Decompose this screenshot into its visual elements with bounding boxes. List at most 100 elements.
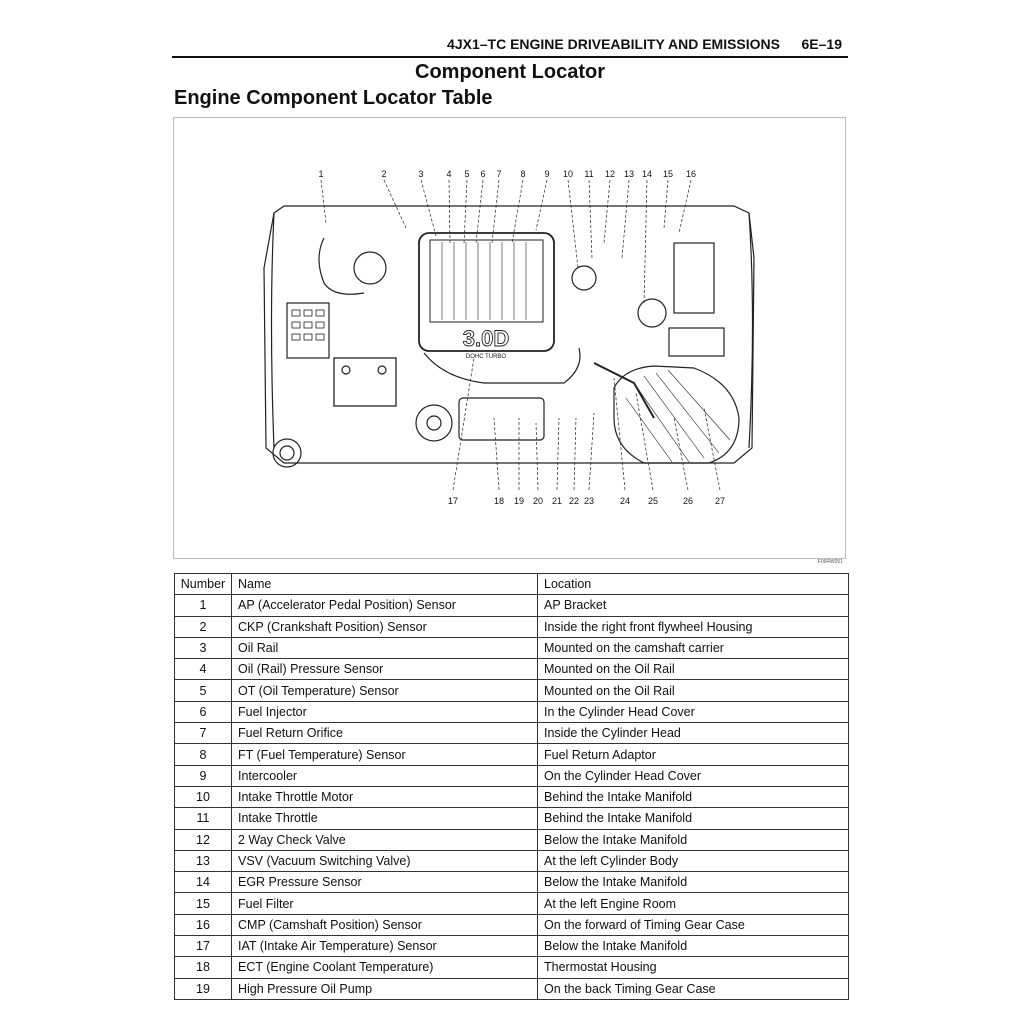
callout-number: 14: [642, 169, 652, 179]
crank-pulley-hub: [426, 415, 442, 431]
cell-name: 2 Way Check Valve: [231, 828, 538, 851]
callout-number: 17: [448, 496, 458, 506]
cell-location: Behind the Intake Manifold: [537, 785, 849, 809]
cell-location: Mounted on the camshaft carrier: [537, 636, 849, 660]
cell-number: 14: [174, 871, 232, 894]
fuse-box: [286, 302, 330, 359]
engine-bay-outline: [263, 205, 755, 464]
cell-location: Mounted on the Oil Rail: [537, 658, 849, 681]
callout-number: 18: [494, 496, 504, 506]
callout-number: 26: [683, 496, 693, 506]
cell-location: On the back Timing Gear Case: [537, 977, 849, 1000]
cell-location: At the left Cylinder Body: [537, 849, 849, 873]
intercooler: [418, 232, 555, 352]
cell-name: Oil (Rail) Pressure Sensor: [231, 658, 538, 681]
cell-location: Thermostat Housing: [537, 956, 849, 979]
callout-number: 15: [663, 169, 673, 179]
cell-number: 8: [174, 743, 232, 766]
callout-number: 1: [318, 169, 323, 179]
page-header: 4JX1–TC ENGINE DRIVEABILITY AND EMISSION…: [172, 34, 848, 58]
column-header-name: Name: [231, 572, 538, 596]
fender-left: [270, 212, 275, 449]
air-duct: [593, 362, 655, 419]
intake-pipe: [318, 237, 365, 295]
cell-name: FT (Fuel Temperature) Sensor: [231, 743, 538, 766]
callout-number: 24: [620, 496, 630, 506]
cell-number: 3: [174, 636, 232, 660]
crank-pulley: [415, 404, 453, 442]
cell-number: 6: [174, 700, 232, 724]
cell-number: 19: [174, 977, 232, 1000]
cell-location: In the Cylinder Head Cover: [537, 700, 849, 724]
battery: [333, 357, 397, 407]
battery-terminal: [341, 365, 351, 375]
cell-number: 15: [174, 892, 232, 915]
cell-location: On the Cylinder Head Cover: [537, 764, 849, 787]
callout-number: 27: [715, 496, 725, 506]
callout-number: 13: [624, 169, 634, 179]
cell-number: 1: [174, 594, 232, 617]
cell-number: 9: [174, 764, 232, 787]
coolant-reservoir: [668, 327, 725, 357]
callout-number: 4: [446, 169, 451, 179]
intake-housing: [353, 251, 387, 285]
cell-location: At the left Engine Room: [537, 892, 849, 915]
figure-code: F06RW051: [817, 559, 843, 565]
table-title: Engine Component Locator Table: [174, 87, 493, 109]
engine-front: [423, 347, 581, 384]
cell-location: On the forward of Timing Gear Case: [537, 913, 849, 937]
callout-number: 20: [533, 496, 543, 506]
callout-number: 9: [544, 169, 549, 179]
callout-number: 11: [584, 169, 593, 179]
callout-number: 3: [418, 169, 423, 179]
fender-right: [748, 212, 754, 449]
cell-name: Intercooler: [231, 764, 538, 787]
cell-number: 18: [174, 956, 232, 979]
intercooler-core: [429, 239, 544, 323]
cell-name: EGR Pressure Sensor: [231, 871, 538, 894]
cell-location: Mounted on the Oil Rail: [537, 679, 849, 702]
cell-name: Intake Throttle Motor: [231, 785, 538, 809]
callout-number: 23: [584, 496, 594, 506]
cell-number: 11: [174, 807, 232, 830]
cell-number: 13: [174, 849, 232, 873]
timing-case: [458, 397, 545, 441]
callout-number: 8: [520, 169, 525, 179]
callout-number: 21: [552, 496, 562, 506]
cell-name: Fuel Filter: [231, 892, 538, 915]
callout-number: 5: [464, 169, 469, 179]
column-header-number: Number: [174, 572, 232, 596]
callout-number: 6: [480, 169, 485, 179]
cell-location: AP Bracket: [537, 594, 849, 617]
callout-number: 19: [514, 496, 524, 506]
cell-location: Inside the Cylinder Head: [537, 722, 849, 745]
table-header-row: Number Name Location: [174, 572, 849, 596]
cell-name: Intake Throttle: [231, 807, 538, 830]
cell-name: High Pressure Oil Pump: [231, 977, 538, 1000]
section-title: Component Locator: [415, 61, 605, 83]
battery-terminal: [377, 365, 387, 375]
engine-illustration: 3.0D DOHC TURBO 12345678910111213141516 …: [263, 169, 755, 506]
relay-box: [673, 242, 715, 314]
cell-number: 12: [174, 828, 232, 851]
cell-number: 10: [174, 785, 232, 809]
cell-location: Inside the right front flywheel Housing: [537, 615, 849, 638]
